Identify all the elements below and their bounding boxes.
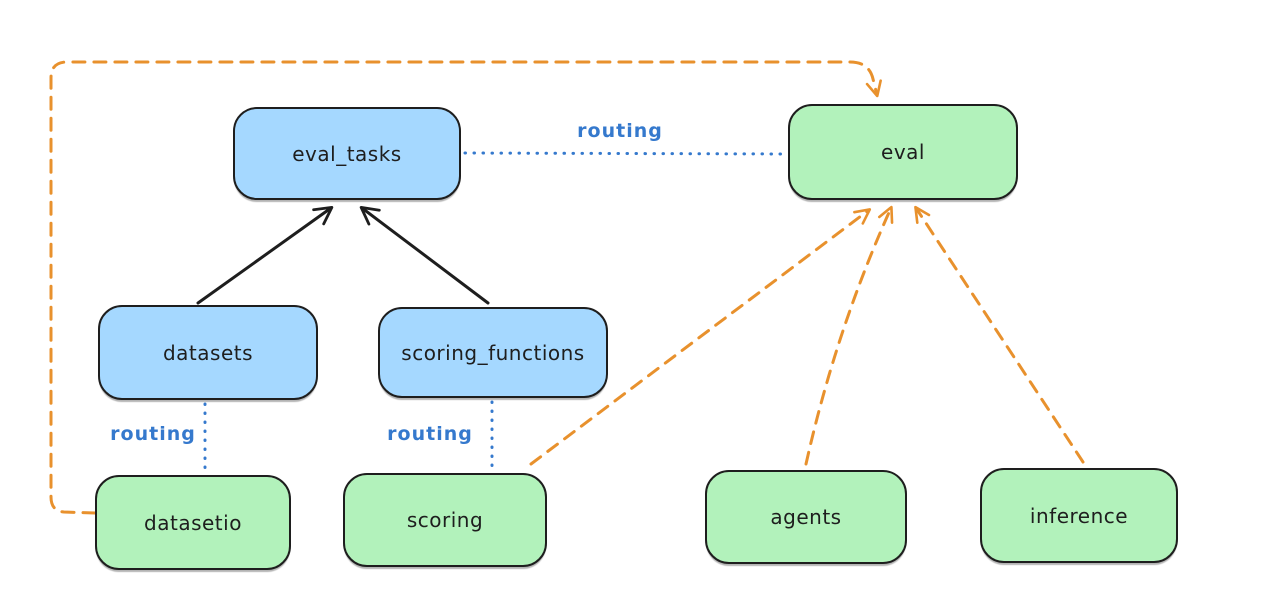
edge-agents-to-eval: [804, 205, 894, 466]
edge-scoring-functions-to-eval-tasks: [359, 205, 490, 305]
node-eval-tasks-label: eval_tasks: [292, 141, 402, 166]
node-inference: inference: [980, 468, 1178, 563]
edge-routing-eval-tasks-eval: [463, 151, 787, 156]
node-inference-label: inference: [1029, 503, 1129, 528]
node-datasets-label: datasets: [162, 340, 254, 365]
node-eval-tasks: eval_tasks: [233, 107, 461, 200]
node-datasetio: datasetio: [95, 475, 291, 570]
routing-label-eval-tasks-eval: routing: [577, 120, 663, 142]
node-datasets: datasets: [98, 305, 318, 400]
edge-datasetio-to-eval-loop: [49, 60, 882, 515]
node-scoring-functions-label: scoring_functions: [401, 340, 585, 365]
node-agents: agents: [705, 470, 907, 564]
node-eval: eval: [788, 104, 1018, 200]
node-agents-label: agents: [770, 505, 842, 529]
routing-label-datasets-datasetio: routing: [110, 423, 196, 445]
edge-datasets-to-eval-tasks: [196, 205, 334, 305]
node-scoring-functions: scoring_functions: [378, 307, 608, 398]
node-scoring-label: scoring: [406, 508, 484, 532]
edge-scoring-to-eval: [529, 208, 872, 466]
node-eval-label: eval: [881, 140, 925, 164]
node-datasetio-label: datasetio: [144, 510, 242, 535]
node-scoring: scoring: [343, 473, 547, 567]
routing-label-scoring-functions-scoring: routing: [387, 423, 473, 445]
edge-inference-to-eval: [914, 205, 1085, 464]
